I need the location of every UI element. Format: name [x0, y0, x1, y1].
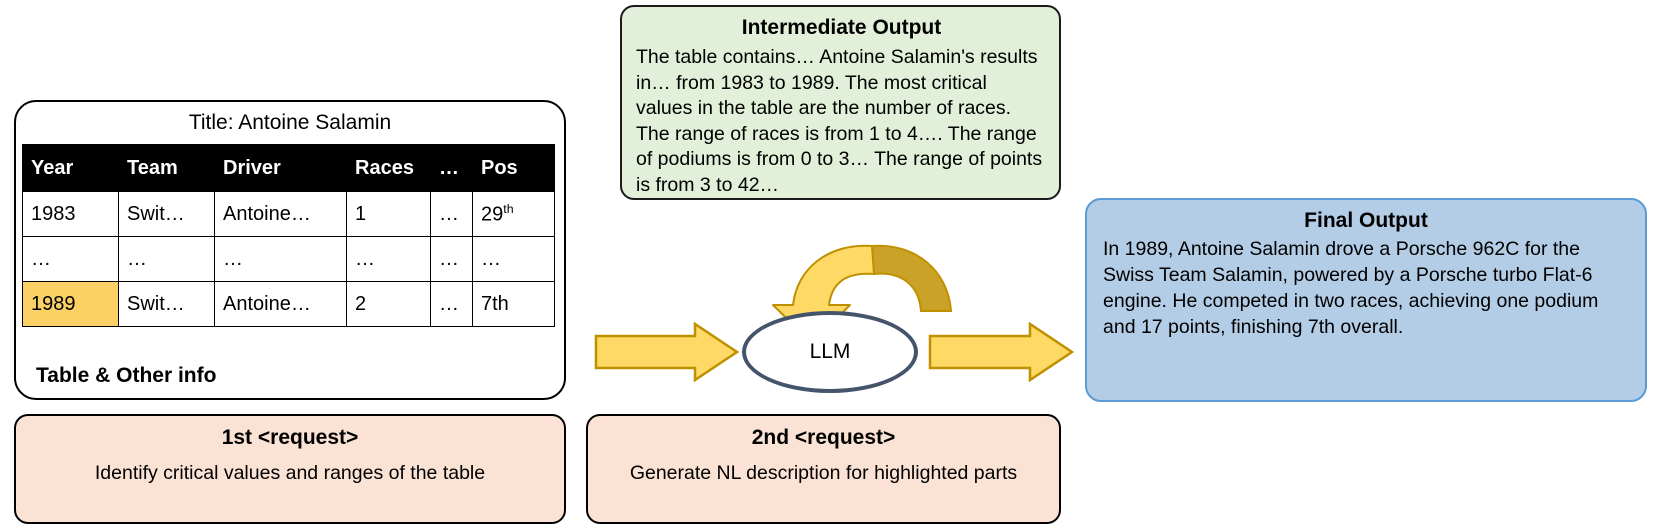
cell-pos-base: 29 [481, 203, 504, 226]
intermediate-output-body: The table contains… Antoine Salamin's re… [636, 46, 1043, 196]
cell-year: … [22, 236, 119, 282]
column-header-driver: Driver [214, 144, 347, 192]
table-title: Title: Antoine Salamin [188, 111, 392, 134]
cell-driver: … [214, 236, 347, 282]
cell-races: 1 [346, 191, 431, 237]
intermediate-output-title: Intermediate Output [741, 16, 942, 39]
cell-driver: Antoine… [214, 191, 347, 237]
column-header-team: Team [118, 144, 215, 192]
table-row: … … … … … … [22, 236, 555, 282]
table-header-row: Year Team Driver Races … Pos [22, 144, 555, 192]
intermediate-output-box: Intermediate Output The table contains… … [620, 5, 1061, 200]
final-output-body: In 1989, Antoine Salamin drove a Porsche… [1103, 238, 1599, 338]
cell-team: Swit… [118, 281, 215, 327]
table-row-highlighted: 1989 Swit… Antoine… 2 … 7th [22, 281, 555, 327]
cell-year-highlighted: 1989 [22, 281, 119, 327]
cell-pos: … [472, 236, 555, 282]
column-header-year: Year [22, 144, 119, 192]
cell-pos-suffix: th [503, 201, 514, 216]
column-header-ellipsis: … [430, 144, 473, 192]
first-request-title: 1st <request> [221, 426, 359, 449]
cell-team: … [118, 236, 215, 282]
cell-races: 2 [346, 281, 431, 327]
first-request-subtitle: Identify critical values and ranges of t… [94, 462, 486, 484]
arrow-table-to-llm [594, 321, 740, 383]
cell-driver: Antoine… [214, 281, 347, 327]
table-footnote: Table & Other info [36, 364, 217, 387]
cell-races: … [346, 236, 431, 282]
cell-ellipsis: … [430, 281, 473, 327]
cell-pos: 7th [472, 281, 555, 327]
arrow-llm-to-final [928, 321, 1075, 383]
column-header-races: Races [346, 144, 431, 192]
final-output-box: Final Output In 1989, Antoine Salamin dr… [1085, 198, 1647, 402]
table-row: 1983 Swit… Antoine… 1 … 29th [22, 191, 555, 237]
results-table: Year Team Driver Races … Pos 1983 Swit… … [22, 144, 555, 327]
cell-pos: 29th [472, 191, 555, 237]
second-request-subtitle: Generate NL description for highlighted … [629, 462, 1018, 484]
first-request-box: 1st <request> Identify critical values a… [14, 414, 566, 524]
cell-year: 1983 [22, 191, 119, 237]
second-request-box: 2nd <request> Generate NL description fo… [586, 414, 1061, 524]
cell-team: Swit… [118, 191, 215, 237]
llm-node-label: LLM [809, 340, 851, 363]
llm-node [742, 311, 918, 393]
column-header-pos: Pos [472, 144, 555, 192]
cell-ellipsis: … [430, 191, 473, 237]
second-request-title: 2nd <request> [751, 426, 896, 449]
table-card: Title: Antoine Salamin Year Team Driver … [14, 100, 566, 400]
final-output-title: Final Output [1304, 209, 1428, 232]
cell-ellipsis: … [430, 236, 473, 282]
